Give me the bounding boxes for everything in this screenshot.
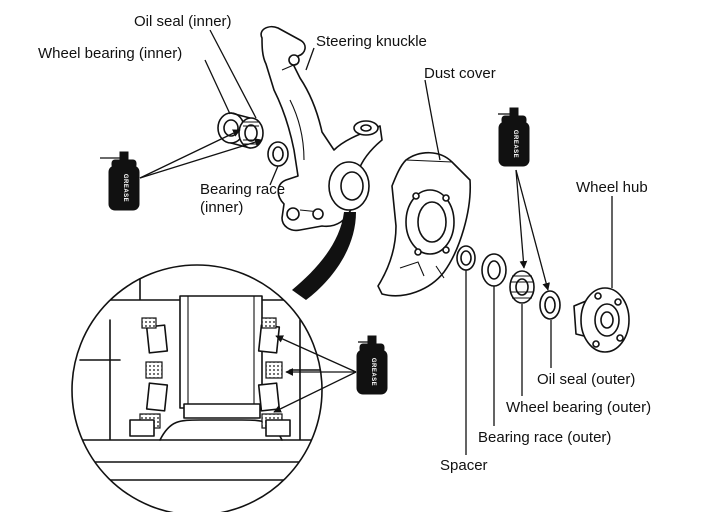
steering-knuckle xyxy=(260,25,383,232)
dust-cover xyxy=(377,151,471,297)
grease-can-top-right: GREASE xyxy=(498,107,530,167)
labels: Oil seal (inner) Wheel bearing (inner) S… xyxy=(38,13,651,474)
section-connector xyxy=(292,212,356,300)
bearing-race-outer xyxy=(481,253,507,287)
label-dust-cover: Dust cover xyxy=(424,65,496,82)
label-steering-knuckle: Steering knuckle xyxy=(316,33,427,50)
wheel-bearing-outer xyxy=(509,270,535,304)
label-bearing-race-inner-2: (inner) xyxy=(200,199,243,216)
label-wheel-bearing-outer: Wheel bearing (outer) xyxy=(506,399,651,416)
label-bearing-race-outer: Bearing race (outer) xyxy=(478,429,611,446)
grease-label-top-right: GREASE xyxy=(512,130,518,158)
label-wheel-bearing-inner: Wheel bearing (inner) xyxy=(38,45,182,62)
label-spacer: Spacer xyxy=(440,457,488,474)
spacer xyxy=(456,245,476,271)
label-wheel-hub: Wheel hub xyxy=(576,179,648,196)
grease-can-left: GREASE xyxy=(100,151,140,211)
grease-arrows xyxy=(139,129,550,413)
grease-label-left: GREASE xyxy=(122,174,128,202)
magnified-section xyxy=(71,264,323,512)
label-oil-seal-inner: Oil seal (inner) xyxy=(134,13,232,30)
label-oil-seal-outer: Oil seal (outer) xyxy=(537,371,635,388)
leader-lines xyxy=(204,29,613,455)
wheel-hub xyxy=(573,287,630,353)
grease-label-magnified: GREASE xyxy=(370,358,376,386)
bearing-race-inner xyxy=(267,141,289,167)
oil-seal-outer xyxy=(539,290,561,320)
label-bearing-race-inner-1: Bearing race xyxy=(200,181,285,198)
grease-can-magnified: GREASE xyxy=(356,335,388,395)
